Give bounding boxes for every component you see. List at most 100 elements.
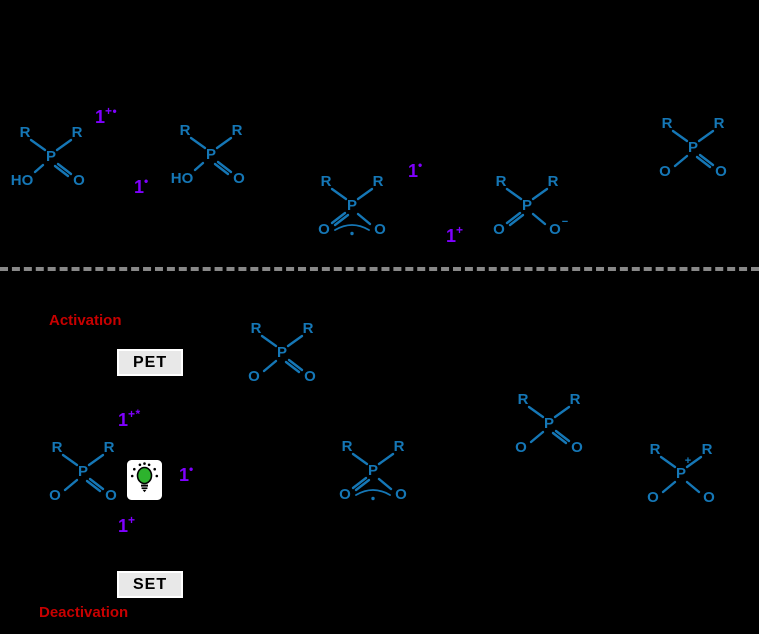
molecule-phosphinoyloxy-G: R R P O O bbox=[49, 439, 117, 504]
species-base: 1 bbox=[118, 410, 129, 430]
species-label-radical: 1• bbox=[408, 158, 423, 181]
species-sup: +• bbox=[105, 104, 118, 118]
atom-label-o: O bbox=[233, 170, 245, 187]
species-base: 1 bbox=[118, 516, 129, 536]
atom-label-r: R bbox=[104, 439, 115, 456]
atom-label-o: O bbox=[49, 487, 61, 504]
radical-dot bbox=[371, 496, 375, 501]
atom-label-r: R bbox=[702, 441, 713, 458]
bond-line bbox=[531, 212, 547, 226]
bond-line bbox=[215, 136, 233, 150]
species-label-excited-cation: 1+* bbox=[118, 407, 141, 430]
bond-line bbox=[193, 161, 205, 172]
bond-line bbox=[661, 480, 677, 494]
bond-line bbox=[262, 359, 278, 373]
bulb-tip bbox=[142, 489, 147, 493]
bond-line bbox=[88, 477, 105, 491]
species-sup: + bbox=[128, 513, 136, 527]
bond-line bbox=[260, 334, 278, 348]
atom-label-o: O bbox=[339, 486, 351, 503]
molecule-phosphinoyloxy-F: R R P O O bbox=[248, 320, 316, 385]
bond-line bbox=[286, 334, 304, 348]
species-sup: +* bbox=[128, 407, 141, 421]
atom-label-p: P bbox=[688, 139, 698, 156]
bond-line bbox=[333, 213, 350, 227]
bond-line bbox=[189, 136, 207, 150]
bond-line bbox=[531, 187, 549, 201]
atom-label-r: R bbox=[180, 122, 191, 139]
atom-label-p: P bbox=[277, 344, 287, 361]
bond-line bbox=[697, 129, 715, 143]
atom-label-r: R bbox=[373, 173, 384, 190]
bond-line bbox=[685, 455, 703, 469]
bond-line bbox=[698, 153, 715, 167]
species-base: 1 bbox=[408, 161, 419, 181]
bond-line bbox=[553, 405, 571, 419]
atom-label-r: R bbox=[714, 115, 725, 132]
species-sup: • bbox=[418, 158, 423, 172]
bond-line bbox=[527, 405, 545, 419]
atom-label-r: R bbox=[52, 439, 63, 456]
atom-label-p: P bbox=[676, 465, 686, 482]
species-label-radical: 1• bbox=[134, 174, 149, 197]
bond-line bbox=[216, 160, 233, 174]
bond-line bbox=[29, 138, 47, 152]
atom-label-r: R bbox=[518, 391, 529, 408]
species-sup: • bbox=[144, 174, 149, 188]
plus-charge: + bbox=[685, 455, 691, 467]
atom-label-o: O bbox=[703, 489, 715, 506]
bond-line bbox=[287, 358, 304, 372]
bulb-glass bbox=[136, 466, 153, 485]
molecule-phosphinate-anion-D: R R P O O − bbox=[493, 173, 568, 238]
atom-label-o: O bbox=[73, 172, 85, 189]
atom-label-ho: HO bbox=[11, 172, 34, 189]
bond-line bbox=[354, 478, 371, 492]
atom-label-o: O bbox=[304, 368, 316, 385]
bond-line bbox=[551, 431, 568, 445]
atom-label-o: O bbox=[105, 487, 117, 504]
species-base: 1 bbox=[179, 465, 190, 485]
bond-line bbox=[213, 162, 230, 176]
bond-line bbox=[356, 187, 374, 201]
atom-label-o: O bbox=[647, 489, 659, 506]
radical-dot bbox=[350, 231, 354, 236]
molecule-delocalized-radical-C: R R P O O bbox=[318, 173, 386, 238]
atom-label-p: P bbox=[544, 415, 554, 432]
delocalization-arc bbox=[334, 224, 370, 231]
bond-line bbox=[356, 212, 372, 226]
bond-line bbox=[505, 187, 523, 201]
bond-line bbox=[529, 430, 545, 444]
bond-line bbox=[377, 477, 393, 491]
bulb-base bbox=[141, 484, 148, 487]
atom-label-p: P bbox=[347, 197, 357, 214]
atom-label-r: R bbox=[72, 124, 83, 141]
atom-label-o: O bbox=[659, 163, 671, 180]
bond-line bbox=[330, 187, 348, 201]
molecule-phosphinoyloxy-E: R R P O O bbox=[659, 115, 727, 180]
atom-label-o: O bbox=[549, 221, 561, 238]
atom-label-o: O bbox=[571, 439, 583, 456]
atom-label-o: O bbox=[248, 368, 260, 385]
set-box: SET bbox=[117, 571, 184, 599]
species-base: 1 bbox=[134, 177, 145, 197]
species-label-cation: 1+ bbox=[118, 513, 136, 536]
atom-label-p: P bbox=[78, 463, 88, 480]
molecule-delocalized-radical-H: R R P O O bbox=[339, 438, 407, 503]
deactivation-label: Deactivation bbox=[39, 604, 129, 621]
bond-line bbox=[33, 163, 45, 174]
lightbulb-icon bbox=[127, 460, 162, 500]
delocalization-arc bbox=[355, 489, 391, 496]
atom-label-o: O bbox=[318, 221, 330, 238]
activation-label: Activation bbox=[49, 312, 122, 329]
atom-label-r: R bbox=[20, 124, 31, 141]
bond-line bbox=[351, 452, 369, 466]
bond-line bbox=[351, 476, 368, 490]
bond-line bbox=[505, 211, 522, 225]
bond-line bbox=[554, 429, 571, 443]
atom-label-p: P bbox=[368, 462, 378, 479]
atom-label-p: P bbox=[206, 146, 216, 163]
atom-label-p: P bbox=[522, 197, 532, 214]
bond-line bbox=[330, 211, 347, 225]
atom-label-r: R bbox=[662, 115, 673, 132]
